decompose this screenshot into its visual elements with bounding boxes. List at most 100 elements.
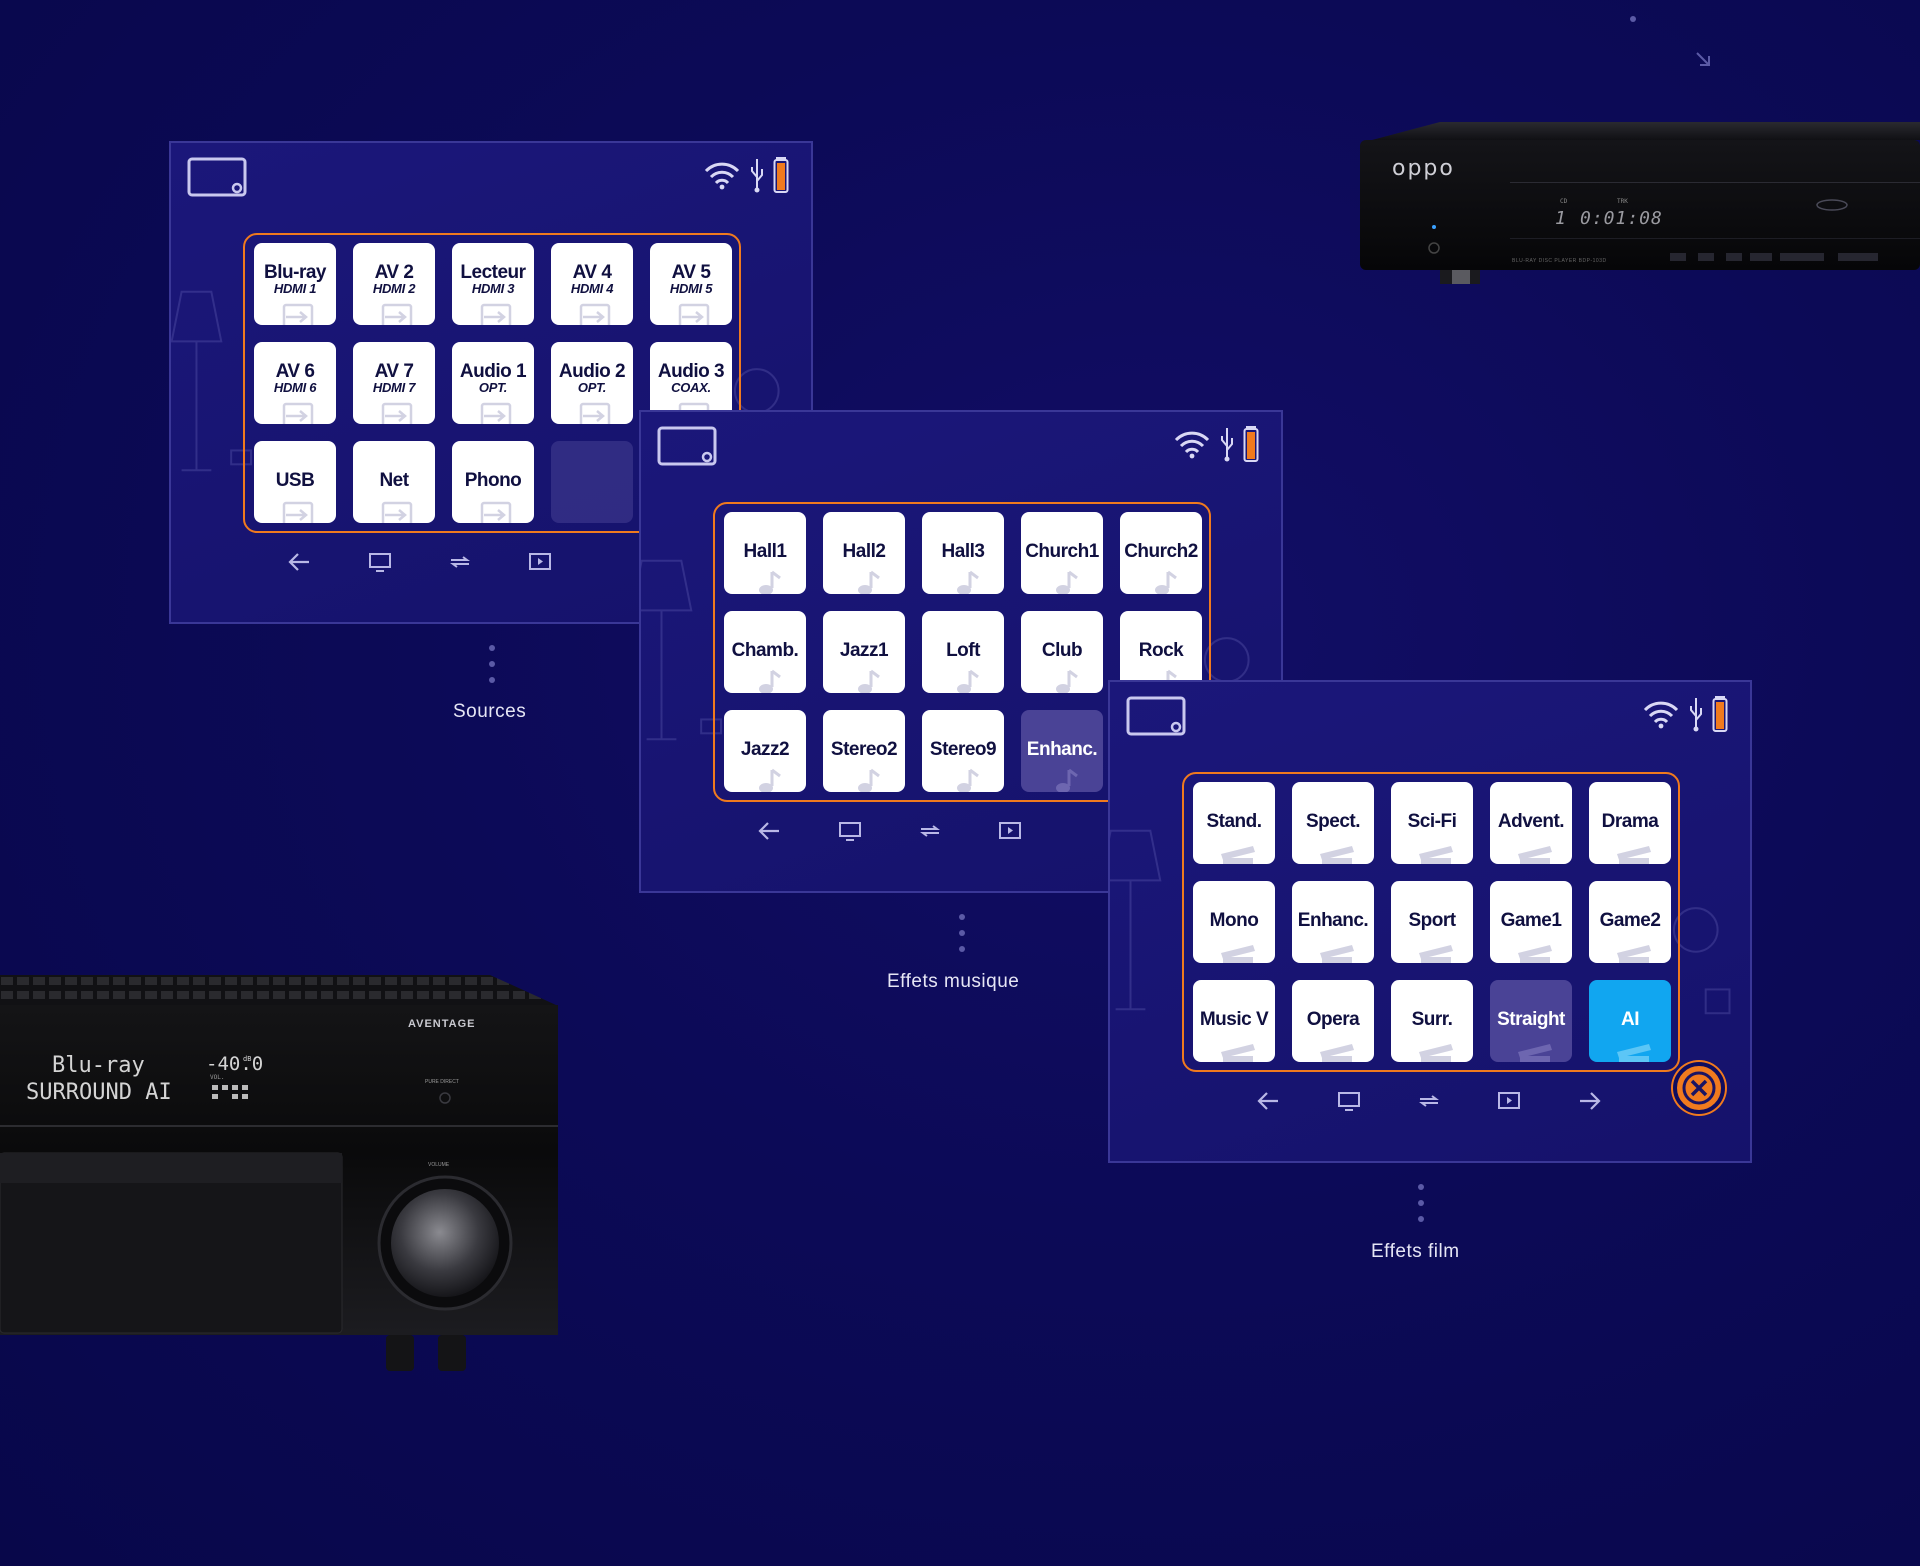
music-note-icon: [1155, 570, 1177, 594]
film-effect-tile[interactable]: Surr.: [1391, 980, 1473, 1062]
input-arrow-icon: [381, 501, 413, 523]
tile-label: Opera: [1306, 1009, 1360, 1030]
film-effects-caption: Effets film: [1371, 1241, 1460, 1262]
tv-icon[interactable]: [1336, 1088, 1362, 1114]
music-effect-tile[interactable]: Stereo9: [922, 710, 1004, 792]
tv-icon[interactable]: [367, 549, 393, 575]
tile-label: Jazz2: [740, 739, 790, 760]
sources-caption: Sources: [453, 701, 527, 722]
film-effect-tile[interactable]: Spect.: [1292, 782, 1374, 864]
repeat-icon[interactable]: [447, 549, 473, 575]
av-receiver-image: AVENTAGE Blu-ray SURROUND AI -40.0 dB VO…: [0, 975, 560, 1395]
music-effect-tile[interactable]: Hall3: [922, 512, 1004, 594]
film-effect-tile[interactable]: Music V: [1193, 980, 1275, 1062]
music-effect-tile[interactable]: Church1: [1021, 512, 1103, 594]
clapperboard-icon: [1221, 846, 1255, 864]
music-note-icon: [957, 768, 979, 792]
film-effect-tile[interactable]: Game1: [1490, 881, 1572, 963]
music-effects-caption: Effets musique: [887, 971, 1020, 992]
tile-sublabel: OPT.: [478, 380, 508, 395]
tile-label: Church1: [1025, 541, 1099, 562]
media-screen-icon[interactable]: [1496, 1088, 1522, 1114]
media-screen-icon[interactable]: [527, 549, 553, 575]
source-tile[interactable]: Net: [353, 441, 435, 523]
repeat-icon[interactable]: [917, 818, 943, 844]
wifi-icon: [1174, 431, 1210, 459]
input-arrow-icon: [381, 303, 413, 325]
music-effect-tile[interactable]: Jazz2: [724, 710, 806, 792]
film-effect-tile[interactable]: Game2: [1589, 881, 1671, 963]
film-effect-tile[interactable]: Enhanc.: [1292, 881, 1374, 963]
forward-arrow-icon[interactable]: [1576, 1088, 1602, 1114]
back-arrow-icon[interactable]: [1256, 1088, 1282, 1114]
receiver-volume-readout: -40.0: [206, 1053, 264, 1075]
film-effect-tile-selected[interactable]: AI: [1589, 980, 1671, 1062]
music-effect-tile[interactable]: Jazz1: [823, 611, 905, 693]
music-note-icon: [1056, 570, 1078, 594]
film-effect-tile[interactable]: Sport: [1391, 881, 1473, 963]
film-effect-tile[interactable]: Advent.: [1490, 782, 1572, 864]
bluray-logo-icon: [1816, 199, 1848, 211]
tile-sublabel: HDMI 7: [372, 380, 416, 395]
tile-label: Spect.: [1305, 811, 1361, 832]
film-effect-tile[interactable]: Opera: [1292, 980, 1374, 1062]
music-effect-tile[interactable]: Stereo2: [823, 710, 905, 792]
music-effect-tile[interactable]: Church2: [1120, 512, 1202, 594]
music-effect-tile[interactable]: Hall2: [823, 512, 905, 594]
music-effects-grid: [713, 502, 1211, 802]
tile-label: Audio 1: [459, 361, 527, 382]
tile-label: Club: [1041, 640, 1083, 661]
receiver-display-line2: SURROUND AI: [26, 1080, 172, 1105]
music-note-icon: [759, 570, 781, 594]
music-note-icon: [1056, 669, 1078, 693]
tile-label: Net: [379, 470, 409, 491]
close-button[interactable]: [1673, 1062, 1725, 1114]
battery-icon: [1243, 426, 1259, 462]
music-effect-tile[interactable]: Rock: [1120, 611, 1202, 693]
receiver-volume-unit: dB: [243, 1055, 252, 1063]
tile-sublabel: HDMI 4: [570, 281, 614, 296]
caption-dots: [1417, 1184, 1425, 1232]
tv-icon[interactable]: [837, 818, 863, 844]
back-arrow-icon[interactable]: [757, 818, 783, 844]
music-effect-tile[interactable]: Hall1: [724, 512, 806, 594]
film-effects-grid: [1182, 772, 1680, 1072]
tile-sublabel: HDMI 2: [372, 281, 416, 296]
display-device-icon: [187, 157, 247, 197]
film-effect-tile[interactable]: Sci-Fi: [1391, 782, 1473, 864]
tile-label: Hall2: [842, 541, 886, 562]
tile-label: AV 5: [671, 262, 711, 283]
music-effect-tile[interactable]: Club: [1021, 611, 1103, 693]
repeat-icon[interactable]: [1416, 1088, 1442, 1114]
tile-sublabel: OPT.: [577, 380, 607, 395]
film-effect-tile[interactable]: Drama: [1589, 782, 1671, 864]
tile-label: Audio 2: [558, 361, 626, 382]
tile-label: AV 6: [275, 361, 315, 382]
music-effect-tile[interactable]: Enhanc.: [1021, 710, 1103, 792]
film-effect-tile[interactable]: Straight: [1490, 980, 1572, 1062]
music-effect-tile[interactable]: Loft: [922, 611, 1004, 693]
source-tile[interactable]: Phono: [452, 441, 534, 523]
tile-label: Stereo2: [830, 739, 898, 760]
receiver-volume-label: VOLUME: [428, 1162, 450, 1168]
deco-arrow-icon: [1696, 52, 1710, 66]
film-effect-tile[interactable]: Stand.: [1193, 782, 1275, 864]
source-tile[interactable]: USB: [254, 441, 336, 523]
tile-label: Stereo9: [929, 739, 997, 760]
music-effect-tile[interactable]: Chamb.: [724, 611, 806, 693]
tile-label: Straight: [1497, 1009, 1565, 1030]
media-screen-icon[interactable]: [997, 818, 1023, 844]
back-arrow-icon[interactable]: [287, 549, 313, 575]
nav-bar: [171, 549, 811, 589]
film-effect-tile[interactable]: Mono: [1193, 881, 1275, 963]
clapperboard-icon: [1419, 846, 1453, 864]
